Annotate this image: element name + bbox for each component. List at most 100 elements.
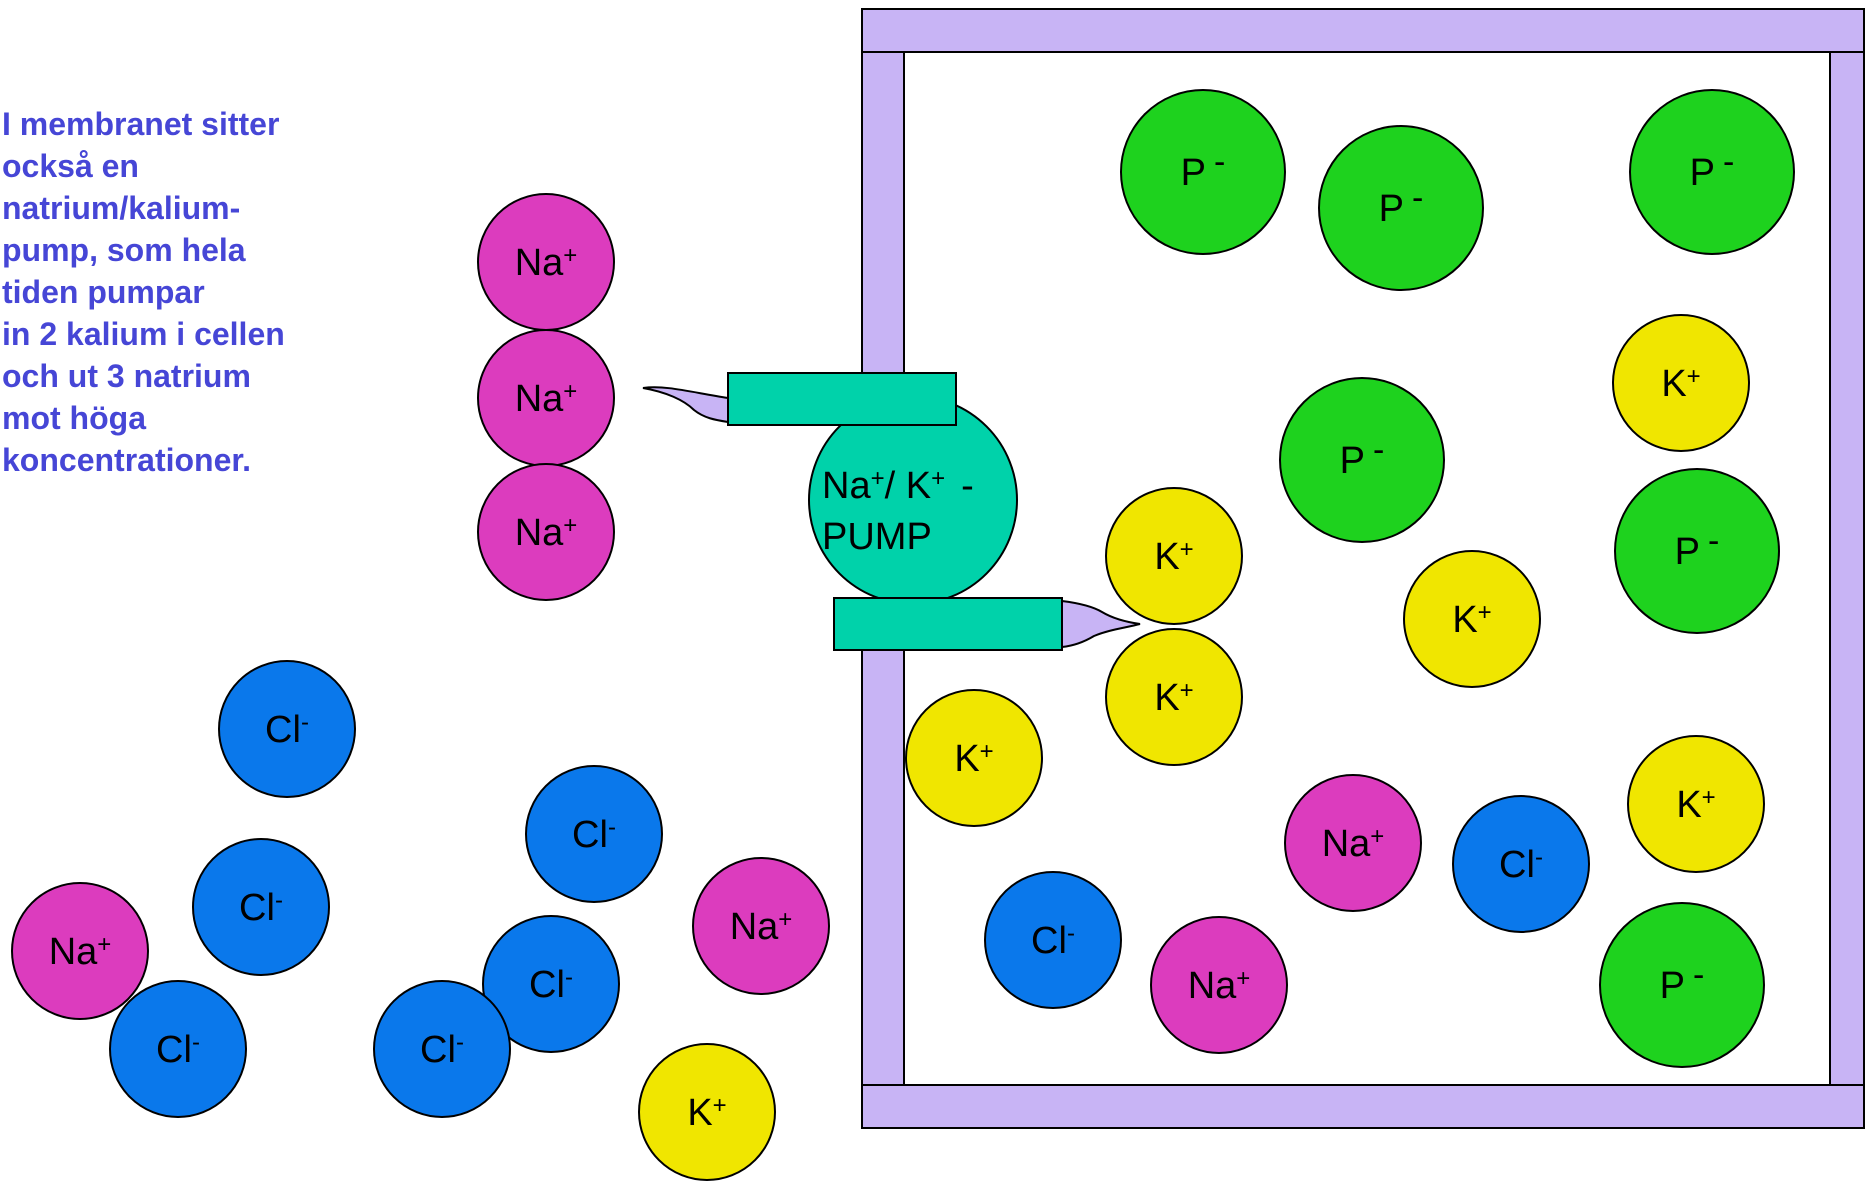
potassium-ion-circle <box>905 689 1043 827</box>
potassium-ion-symbol: K <box>687 1092 712 1134</box>
chloride-ion: Cl- <box>373 980 511 1118</box>
pump-label: Na+/ K+- <box>822 465 974 507</box>
sodium-ion-circle <box>1284 774 1422 912</box>
chloride-ion-symbol: Cl <box>420 1029 456 1071</box>
ions-layer: Na+Na+Na+Cl-Cl-Cl-Cl-Cl-Cl-Na+Na+K+P-P-P… <box>11 89 1795 1181</box>
phosphate-ion-circle <box>1614 468 1780 634</box>
sodium-ion: Na+ <box>477 463 615 601</box>
sodium-ion-symbol: Na <box>515 512 564 554</box>
phosphate-ion: P- <box>1599 902 1765 1068</box>
sodium-ion-symbol: Na <box>515 378 564 420</box>
chloride-ion-label: Cl- <box>1499 844 1543 886</box>
potassium-ion-charge: + <box>1478 599 1492 626</box>
potassium-ion-charge: + <box>980 738 994 765</box>
chloride-ion-charge: - <box>1067 920 1075 947</box>
chloride-ion-symbol: Cl <box>529 964 565 1006</box>
sodium-ion-label: Na+ <box>1188 965 1251 1007</box>
potassium-ion-symbol: K <box>954 738 979 780</box>
chloride-ion-charge: - <box>192 1029 200 1056</box>
chloride-ion-circle <box>984 871 1122 1009</box>
chloride-ion-circle <box>525 765 663 903</box>
sodium-ion-charge: + <box>1370 823 1384 850</box>
sodium-ion: Na+ <box>11 882 149 1020</box>
potassium-ion: K+ <box>905 689 1043 827</box>
potassium-ion-charge: + <box>1180 677 1194 704</box>
phosphate-ion-symbol: P <box>1379 188 1404 230</box>
sodium-ion-symbol: Na <box>730 906 779 948</box>
chloride-ion: Cl- <box>218 660 356 798</box>
potassium-ion-label: K+ <box>1452 599 1491 641</box>
chloride-ion-charge: - <box>565 964 573 991</box>
chloride-ion: Cl- <box>525 765 663 903</box>
potassium-ion-charge: + <box>1687 363 1701 390</box>
chloride-ion: Cl- <box>192 838 330 976</box>
membrane-left-upper <box>861 51 905 381</box>
phosphate-ion: P- <box>1629 89 1795 255</box>
phosphate-ion-label: P- <box>1690 143 1735 194</box>
membrane-left-lower <box>861 641 905 1086</box>
caption-text: I membranet sitter också en natrium/kali… <box>2 106 285 478</box>
potassium-ion: K+ <box>638 1043 776 1181</box>
phosphate-ion-circle <box>1279 377 1445 543</box>
potassium-ion-circle <box>1612 314 1750 452</box>
potassium-ion-label: K+ <box>687 1092 726 1134</box>
sodium-ion-charge: + <box>563 378 577 405</box>
cell-membrane <box>861 8 1865 1129</box>
sodium-ion-charge: + <box>1236 965 1250 992</box>
phosphate-ion-charge: - <box>1708 522 1719 560</box>
potassium-ion-symbol: K <box>1676 784 1701 826</box>
sodium-ion-label: Na+ <box>49 931 112 973</box>
membrane-bottom <box>861 1084 1865 1129</box>
phosphate-ion: P- <box>1120 89 1286 255</box>
pump-inlet-tip <box>1061 599 1141 649</box>
chloride-ion: Cl- <box>482 915 620 1053</box>
sodium-ion-label: Na+ <box>515 242 578 284</box>
chloride-ion-charge: - <box>1535 844 1543 871</box>
phosphate-ion-circle <box>1629 89 1795 255</box>
potassium-ion-charge: + <box>1180 536 1194 563</box>
pump-na-text: Na <box>822 465 871 507</box>
phosphate-ion-charge: - <box>1693 956 1704 994</box>
potassium-ion: K+ <box>1627 735 1765 873</box>
chloride-ion-symbol: Cl <box>156 1029 192 1071</box>
chloride-ion-circle <box>109 980 247 1118</box>
sodium-ion: Na+ <box>692 857 830 995</box>
potassium-ion-label: K+ <box>954 738 993 780</box>
sodium-ion-charge: + <box>563 512 577 539</box>
chloride-ion-charge: - <box>301 709 309 736</box>
sodium-ion-charge: + <box>778 906 792 933</box>
phosphate-ion-label: P- <box>1340 431 1385 482</box>
potassium-ion-label: K+ <box>1676 784 1715 826</box>
potassium-ion-symbol: K <box>1452 599 1477 641</box>
sodium-ion-symbol: Na <box>1188 965 1237 1007</box>
chloride-ion-label: Cl- <box>572 814 616 856</box>
sodium-ion-label: Na+ <box>730 906 793 948</box>
phosphate-ion-symbol: P <box>1690 152 1715 194</box>
phosphate-ion-label: P- <box>1660 956 1705 1007</box>
pump-plus-sup-2: + <box>931 465 945 492</box>
phosphate-ion-charge: - <box>1723 143 1734 181</box>
potassium-ion: K+ <box>1105 628 1243 766</box>
chloride-ion-symbol: Cl <box>239 887 275 929</box>
potassium-ion-charge: + <box>1702 784 1716 811</box>
potassium-ion-symbol: K <box>1154 677 1179 719</box>
phosphate-ion-label: P- <box>1675 522 1720 573</box>
potassium-ion-circle <box>1105 487 1243 625</box>
phosphate-ion: P- <box>1318 125 1484 291</box>
potassium-ion-label: K+ <box>1154 677 1193 719</box>
phosphate-ion: P- <box>1614 468 1780 634</box>
potassium-ion-symbol: K <box>1154 536 1179 578</box>
chloride-ion-circle <box>192 838 330 976</box>
membrane-right <box>1829 51 1865 1086</box>
sodium-ion-label: Na+ <box>515 512 578 554</box>
potassium-ion-circle <box>1403 550 1541 688</box>
pump-label-line2: PUMP <box>822 516 932 558</box>
sodium-ion-circle <box>11 882 149 1020</box>
potassium-ion-circle <box>1627 735 1765 873</box>
chloride-ion-label: Cl- <box>239 887 283 929</box>
potassium-ion: K+ <box>1612 314 1750 452</box>
chloride-ion-charge: - <box>275 887 283 914</box>
chloride-ion: Cl- <box>984 871 1122 1009</box>
chloride-ion-circle <box>1452 795 1590 933</box>
phosphate-ion-symbol: P <box>1675 531 1700 573</box>
